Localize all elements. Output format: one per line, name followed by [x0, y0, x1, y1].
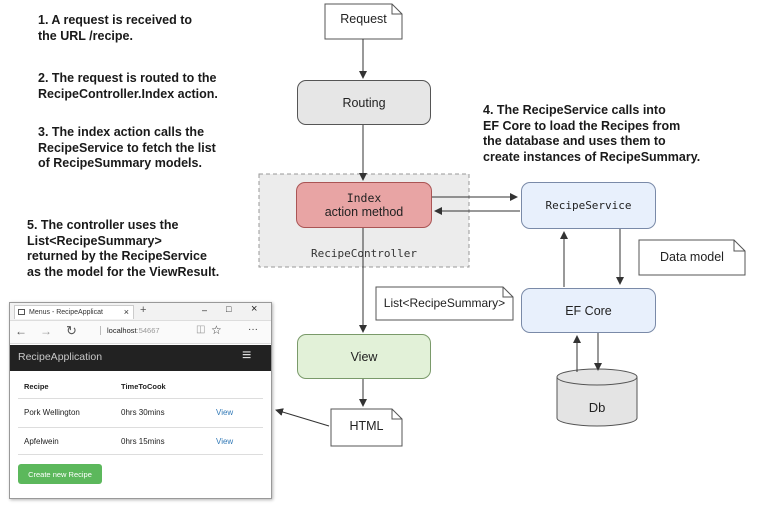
html-doc-shape — [330, 408, 403, 447]
browser-titlebar: Menus - RecipeApplicat × + – □ × — [10, 303, 271, 321]
note-step-3: 3. The index action calls the RecipeServ… — [38, 125, 216, 170]
list-doc: List<RecipeSummary> — [376, 296, 513, 316]
list-label: List<RecipeSummary> — [383, 296, 506, 310]
new-tab-icon[interactable]: + — [140, 304, 147, 316]
table-row: Pork Wellington 0hrs 30mins View — [18, 398, 263, 425]
index-action-node: Index action method — [296, 182, 432, 228]
reading-view-icon[interactable]: ◫ — [196, 324, 206, 335]
list-doc-shape — [375, 286, 514, 321]
window-close-icon[interactable]: × — [251, 303, 258, 315]
refresh-icon[interactable]: ↻ — [66, 323, 77, 338]
browser-window: Menus - RecipeApplicat × + – □ × ← → ↻ l… — [9, 302, 272, 499]
time-cell: 0hrs 15mins — [121, 437, 165, 446]
data-model-label: Data model — [660, 250, 724, 264]
db-label: Db — [588, 400, 606, 415]
column-header-recipe: Recipe — [24, 382, 49, 391]
address-bar: ← → ↻ localhost:54667 ◫ ☆ ··· — [10, 321, 271, 344]
index-label: Index — [346, 191, 382, 205]
action-method-label: action method — [324, 205, 404, 219]
html-label: HTML — [349, 419, 384, 433]
tab-title: Menus - RecipeApplicat — [29, 309, 103, 316]
recipe-name-cell: Apfelwein — [24, 437, 59, 446]
db-cylinder-shape — [556, 368, 638, 427]
table-bottom-border — [18, 454, 263, 455]
app-navbar: RecipeApplication ≡ — [10, 345, 271, 371]
request-doc: Request — [325, 12, 402, 32]
request-doc-shape — [324, 3, 403, 40]
url-port: :54667 — [136, 326, 160, 335]
browser-tab[interactable]: Menus - RecipeApplicat × — [14, 305, 134, 319]
data-model-doc-shape — [638, 239, 746, 276]
note-step-1: 1. A request is received to the URL /rec… — [38, 13, 192, 43]
hamburger-menu-icon[interactable]: ≡ — [242, 347, 252, 364]
column-header-timetocook: TimeToCook — [121, 382, 166, 391]
view-link[interactable]: View — [216, 437, 234, 446]
note-step-4: 4. The RecipeService calls into EF Core … — [483, 103, 701, 164]
create-new-recipe-button[interactable]: Create new Recipe — [18, 464, 102, 484]
maximize-icon[interactable]: □ — [226, 304, 232, 314]
url-field[interactable]: localhost:54667 — [100, 326, 160, 335]
view-node: View — [297, 334, 431, 379]
app-brand[interactable]: RecipeApplication — [18, 351, 103, 363]
note-step-2: 2. The request is routed to the RecipeCo… — [38, 71, 218, 101]
forward-icon[interactable]: → — [40, 324, 52, 338]
controller-label: RecipeController — [311, 247, 417, 260]
note-step-5: 5. The controller uses the List<RecipeSu… — [27, 218, 220, 279]
routing-node: Routing — [297, 80, 431, 125]
recipe-service-node: RecipeService — [521, 182, 656, 229]
minimize-icon[interactable]: – — [202, 305, 208, 315]
ef-core-node: EF Core — [521, 288, 656, 333]
more-icon[interactable]: ··· — [248, 324, 258, 335]
time-cell: 0hrs 30mins — [121, 408, 165, 417]
tab-page-icon — [18, 309, 25, 315]
url-host: localhost — [107, 326, 137, 335]
data-model-doc: Data model — [639, 250, 745, 270]
back-icon[interactable]: ← — [15, 324, 27, 338]
recipe-name-cell: Pork Wellington — [24, 408, 80, 417]
table-row: Apfelwein 0hrs 15mins View — [18, 427, 263, 454]
favorite-star-icon[interactable]: ☆ — [211, 323, 222, 337]
view-link[interactable]: View — [216, 408, 234, 417]
table-header: Recipe TimeToCook — [18, 378, 263, 398]
html-doc: HTML — [331, 419, 402, 439]
tab-close-icon[interactable]: × — [123, 307, 129, 317]
request-label: Request — [340, 12, 387, 26]
